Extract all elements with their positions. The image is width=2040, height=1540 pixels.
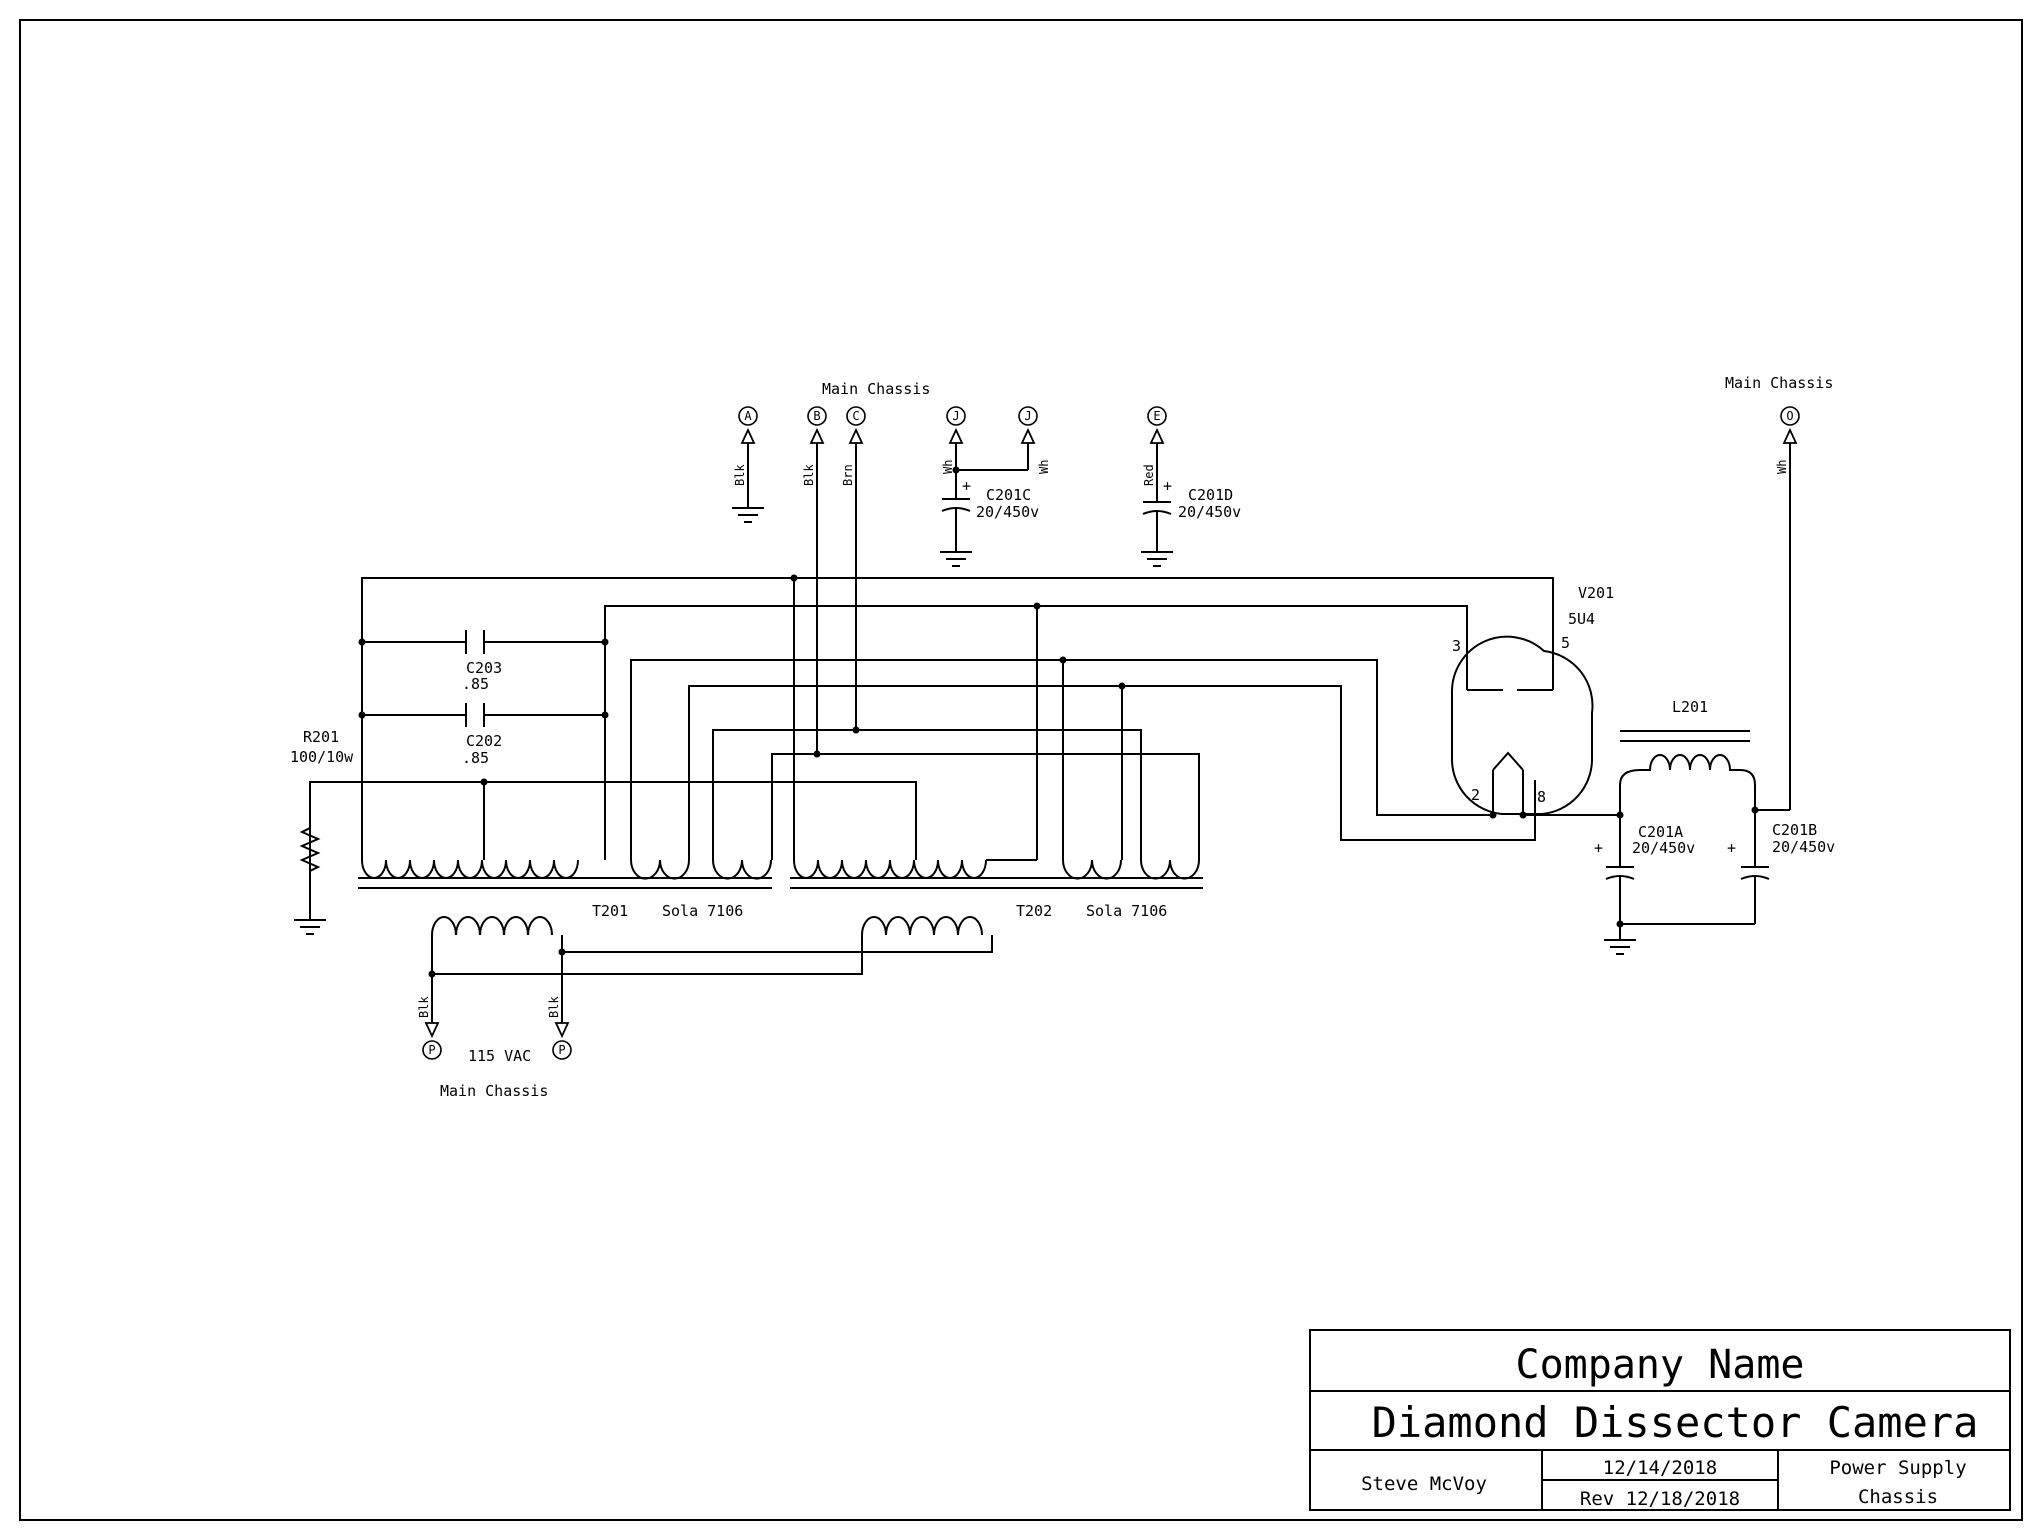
connector-p2-letter: P [558,1043,565,1057]
c201b-plus: + [1727,839,1736,857]
connector-c-letter: C [852,409,859,423]
c202-value: .85 [462,749,489,767]
connector-p2-wire: Blk [547,996,561,1018]
c201d-ref: C201D [1188,486,1233,504]
connector-c: C Brn [841,406,866,730]
connector-a-letter: A [744,409,752,423]
connector-j2: J Wh [1018,406,1051,474]
capacitor-c201a: + C201A 20/450v [1594,815,1695,924]
connector-j1-wire: Wh [941,460,955,474]
capacitor-c203: C203 .85 [462,630,502,693]
c201d-plus: + [1163,477,1172,495]
mains-label: 115 VAC [468,1047,531,1065]
c203-ref: C203 [466,659,502,677]
title-block: Company Name Diamond Dissector Camera St… [1309,1329,2011,1511]
resistor-r201: R201 100/10w [290,728,917,935]
t201-model: Sola 7106 [662,902,743,920]
connector-p1-wire: Blk [417,996,431,1018]
title-author: Steve McVoy [1361,1473,1487,1495]
transformer-t201: T201 Sola 7106 [358,859,772,1020]
title-sheet-1: Power Supply [1829,1457,1966,1479]
title-revision: Rev 12/18/2018 [1580,1488,1740,1510]
title-date: 12/14/2018 [1603,1457,1717,1479]
v201-pin2: 2 [1471,786,1480,804]
v201-pin5: 5 [1561,634,1570,652]
title-project: Diamond Dissector Camera [1372,1398,1979,1447]
c201b-ref: C201B [1772,821,1817,839]
connector-j1: J Wh [941,406,966,499]
connector-b-letter: B [813,409,820,423]
v201-type: 5U4 [1568,610,1595,628]
transformer-t202: T202 Sola 7106 [432,859,1203,975]
c201d-value: 20/450v [1178,503,1241,521]
connector-b-wire: Blk [802,464,816,486]
right-chassis-label: Main Chassis [1725,374,1833,392]
connector-c-wire: Brn [841,464,855,486]
r201-ref: R201 [303,728,339,746]
connector-e-letter: E [1153,409,1160,423]
capacitor-c201c: + C201C 20/450v [939,477,1039,567]
c201c-ref: C201C [986,486,1031,504]
capacitor-c201b: + C201B 20/450v [1727,810,1835,924]
connector-o-wire: Wh [1775,460,1789,474]
connector-a-wire: Blk [733,464,747,486]
connector-b: B Blk [802,406,827,754]
title-sheet-2: Chassis [1858,1486,1938,1508]
l201-ref: L201 [1672,698,1708,716]
top-chassis-label: Main Chassis [822,380,930,398]
choke-l201: L201 [1619,698,1756,815]
connector-p1-letter: P [428,1043,435,1057]
c201a-value: 20/450v [1632,839,1695,857]
connector-p2: P Blk [547,996,572,1060]
capacitor-c201d: + C201D 20/450v [1140,477,1241,567]
connector-j1-letter: J [952,409,959,423]
connector-o-letter: O [1786,409,1793,423]
capacitor-c202: C202 .85 [462,703,502,767]
connector-j2-letter: J [1024,409,1031,423]
c201c-value: 20/450v [976,503,1039,521]
c203-value: .85 [462,675,489,693]
connector-o: O Wh [1775,406,1800,810]
connector-a: A Blk [731,406,765,523]
c201a-ref: C201A [1638,823,1683,841]
r201-value: 100/10w [290,748,354,766]
bottom-chassis-label: Main Chassis [440,1082,548,1100]
sheet-border [19,19,2023,1521]
v201-pin3: 3 [1452,637,1461,655]
title-company: Company Name [1516,1342,1805,1388]
connector-j2-wire: Wh [1037,460,1051,474]
c201a-plus: + [1594,839,1603,857]
t202-model: Sola 7106 [1086,902,1167,920]
connector-e: E Red [1142,406,1167,502]
tube-v201: V201 5U4 3 5 2 8 [1450,584,1614,815]
c201c-plus: + [962,477,971,495]
c201b-value: 20/450v [1772,838,1835,856]
v201-pin8: 8 [1537,788,1546,806]
connector-p1: P Blk [417,996,442,1060]
c202-ref: C202 [466,732,502,750]
v201-ref: V201 [1578,584,1614,602]
t201-ref: T201 [592,902,628,920]
connector-e-wire: Red [1142,464,1156,486]
t202-ref: T202 [1016,902,1052,920]
